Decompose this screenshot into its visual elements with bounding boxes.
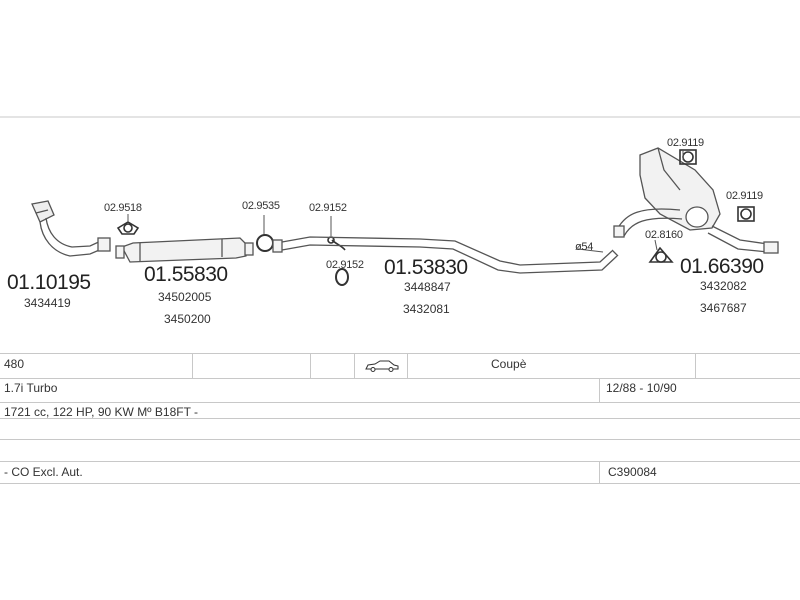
diameter-leader	[577, 248, 604, 253]
accessory-number-3: 02.9152	[309, 202, 347, 214]
middle-silencer-drawing	[115, 237, 254, 263]
accessory-number-6: 02.9119	[726, 190, 763, 202]
part-number-1: 01.10195	[7, 271, 91, 294]
oe-number-2-1: 34502005	[158, 290, 212, 304]
rear-silencer-drawing	[613, 147, 779, 254]
table-vrule	[310, 354, 311, 378]
table-rule	[0, 378, 800, 379]
oe-number-4-2: 3467687	[700, 301, 747, 315]
table-vrule	[192, 354, 193, 378]
vehicle-note: - CO Excl. Aut.	[4, 465, 83, 479]
pipe-diameter-label: ø54	[575, 241, 594, 253]
table-vrule	[407, 354, 408, 378]
table-rule	[0, 418, 800, 419]
middle-pipe-drawing	[272, 236, 619, 274]
table-rule	[0, 483, 800, 484]
oe-number-1-1: 3434419	[24, 296, 71, 310]
front-pipe-drawing	[31, 200, 111, 257]
part-number-4: 01.66390	[680, 255, 764, 278]
vehicle-body: Coupè	[491, 357, 527, 371]
part-number-3: 01.53830	[384, 256, 468, 279]
accessory-clamp-1	[116, 221, 140, 235]
vehicle-code: C390084	[608, 465, 657, 479]
vehicle-model: 480	[4, 357, 25, 371]
accessory-number-1: 02.9518	[104, 202, 142, 214]
accessory-ring-2	[256, 234, 274, 252]
accessory-number-2: 02.9535	[242, 200, 280, 212]
table-rule	[0, 439, 800, 440]
accessory-hanger-3	[327, 236, 346, 251]
oe-number-4-1: 3432082	[700, 279, 747, 293]
table-rule	[0, 353, 800, 354]
oe-number-2-2: 3450200	[164, 312, 211, 326]
accessory-clamp-7	[648, 246, 674, 263]
vehicle-spec: 1721 cc, 122 HP, 90 KW Mº B18FT -	[4, 405, 199, 419]
part-number-2: 01.55830	[144, 263, 228, 286]
exhaust-diagram	[0, 116, 800, 286]
table-rule	[0, 461, 800, 462]
accessory-leader-7	[654, 239, 658, 251]
accessory-number-4: 02.9152	[326, 259, 364, 271]
table-vrule	[599, 379, 600, 402]
table-rule	[0, 402, 800, 403]
oe-number-3-2: 3432081	[403, 302, 450, 316]
vehicle-years: 12/88 - 10/90	[606, 381, 677, 395]
table-vrule	[354, 354, 355, 378]
oe-number-3-1: 3448847	[404, 280, 451, 294]
table-vrule	[695, 354, 696, 378]
car-coupe-icon	[365, 360, 399, 372]
accessory-number-5: 02.9119	[667, 137, 704, 149]
table-vrule	[599, 462, 600, 483]
accessory-number-7: 02.8160	[645, 229, 683, 241]
vehicle-engine: 1.7i Turbo	[4, 381, 58, 395]
accessory-hanger-6	[737, 206, 755, 222]
accessory-ring-4	[335, 268, 349, 286]
